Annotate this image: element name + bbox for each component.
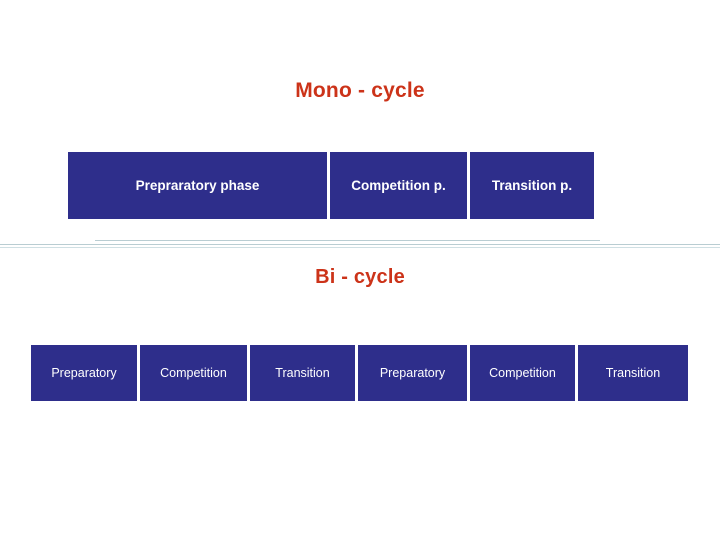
bi-cycle-phase-bar: Preparatory Competition Transition Prepa… xyxy=(31,345,688,401)
mono-phase-cell-competition: Competition p. xyxy=(330,152,470,219)
bi-phase-cell-competition-1: Competition xyxy=(140,345,250,401)
bi-phase-cell-preparatory-2: Preparatory xyxy=(358,345,470,401)
bi-phase-cell-transition-2: Transition xyxy=(578,345,688,401)
bi-phase-cell-competition-2: Competition xyxy=(470,345,578,401)
divider-rule-full-secondary xyxy=(0,247,720,248)
bi-cycle-title: Bi - cycle xyxy=(315,266,405,288)
mono-cycle-title: Mono - cycle xyxy=(295,79,425,102)
mono-phase-cell-preparatory: Prepraratory phase xyxy=(68,152,330,219)
bi-phase-cell-preparatory-1: Preparatory xyxy=(31,345,140,401)
divider-rule-short xyxy=(95,240,600,241)
mono-cycle-phase-bar: Prepraratory phase Competition p. Transi… xyxy=(68,152,594,219)
divider-rule-full xyxy=(0,244,720,245)
mono-phase-cell-transition: Transition p. xyxy=(470,152,594,219)
bi-phase-cell-transition-1: Transition xyxy=(250,345,358,401)
